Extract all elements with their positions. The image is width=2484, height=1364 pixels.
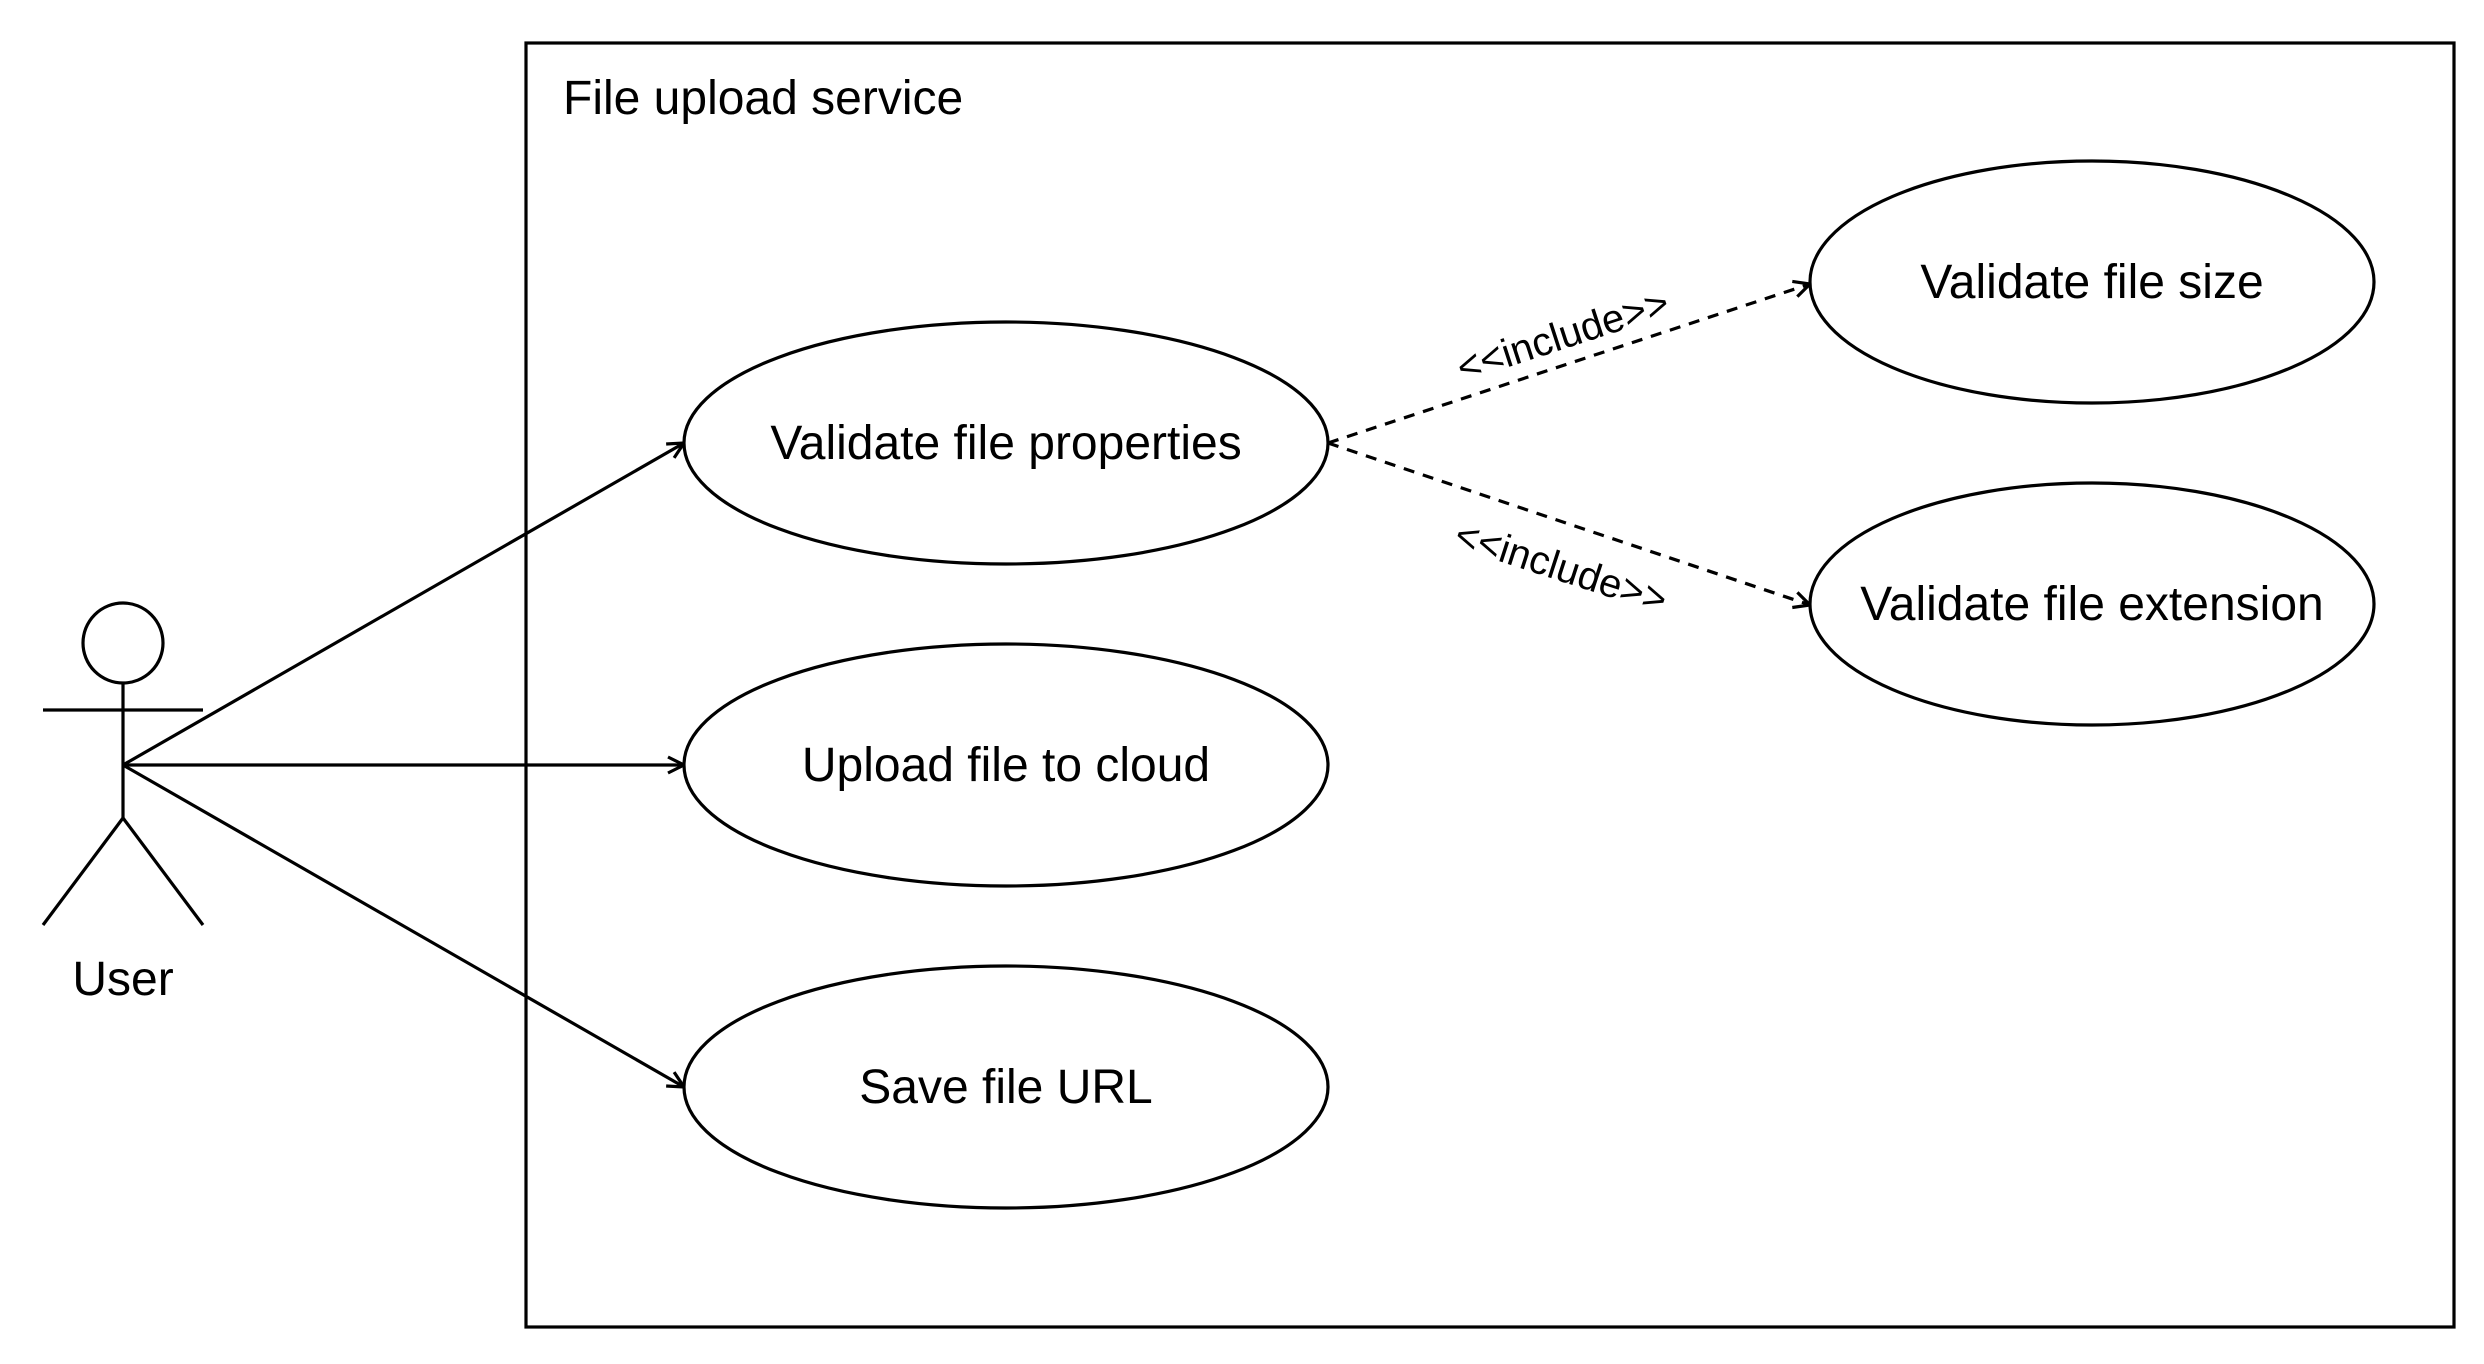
use-case-save-url-label: Save file URL bbox=[859, 1061, 1152, 1114]
include-label-size: <<include>> bbox=[1451, 281, 1674, 391]
actor-head bbox=[81, 601, 165, 685]
actor-right-leg bbox=[121, 817, 205, 926]
use-case-validate-extension-label: Validate file extension bbox=[1860, 578, 2323, 631]
actor-left-leg bbox=[41, 817, 125, 926]
association-validate-properties bbox=[122, 443, 684, 767]
include-label-extension: <<include>> bbox=[1450, 513, 1673, 623]
use-case-save-url-shape bbox=[682, 964, 1330, 1210]
use-case-validate-properties: Validate file properties bbox=[682, 320, 1330, 566]
include-arrow-extension bbox=[1327, 441, 1810, 605]
use-case-upload-to-cloud-shape bbox=[682, 642, 1330, 888]
use-case-validate-properties-label: Validate file properties bbox=[770, 417, 1241, 470]
use-case-validate-properties-shape bbox=[682, 320, 1330, 566]
use-case-validate-extension: Validate file extension bbox=[1808, 481, 2376, 727]
use-case-validate-size-shape bbox=[1808, 159, 2376, 405]
use-case-save-url: Save file URL bbox=[682, 964, 1330, 1210]
system-title: File upload service bbox=[563, 72, 963, 125]
include-relations: <<include>> <<include>> bbox=[1327, 281, 1810, 623]
system-boundary-box bbox=[524, 41, 2456, 1329]
use-case-upload-to-cloud: Upload file to cloud bbox=[682, 642, 1330, 888]
include-arrow-size bbox=[1327, 284, 1810, 445]
use-case-validate-extension-shape bbox=[1808, 481, 2376, 727]
use-case-validate-size: Validate file size bbox=[1808, 159, 2376, 405]
use-case-validate-size-label: Validate file size bbox=[1920, 256, 2263, 309]
association-save-url bbox=[122, 763, 684, 1087]
use-case-upload-to-cloud-label: Upload file to cloud bbox=[802, 739, 1210, 792]
actor-name: User bbox=[72, 953, 173, 1006]
system-boundary: File upload service bbox=[524, 41, 2456, 1329]
actor-user: User bbox=[41, 601, 205, 1006]
associations bbox=[122, 443, 684, 1087]
